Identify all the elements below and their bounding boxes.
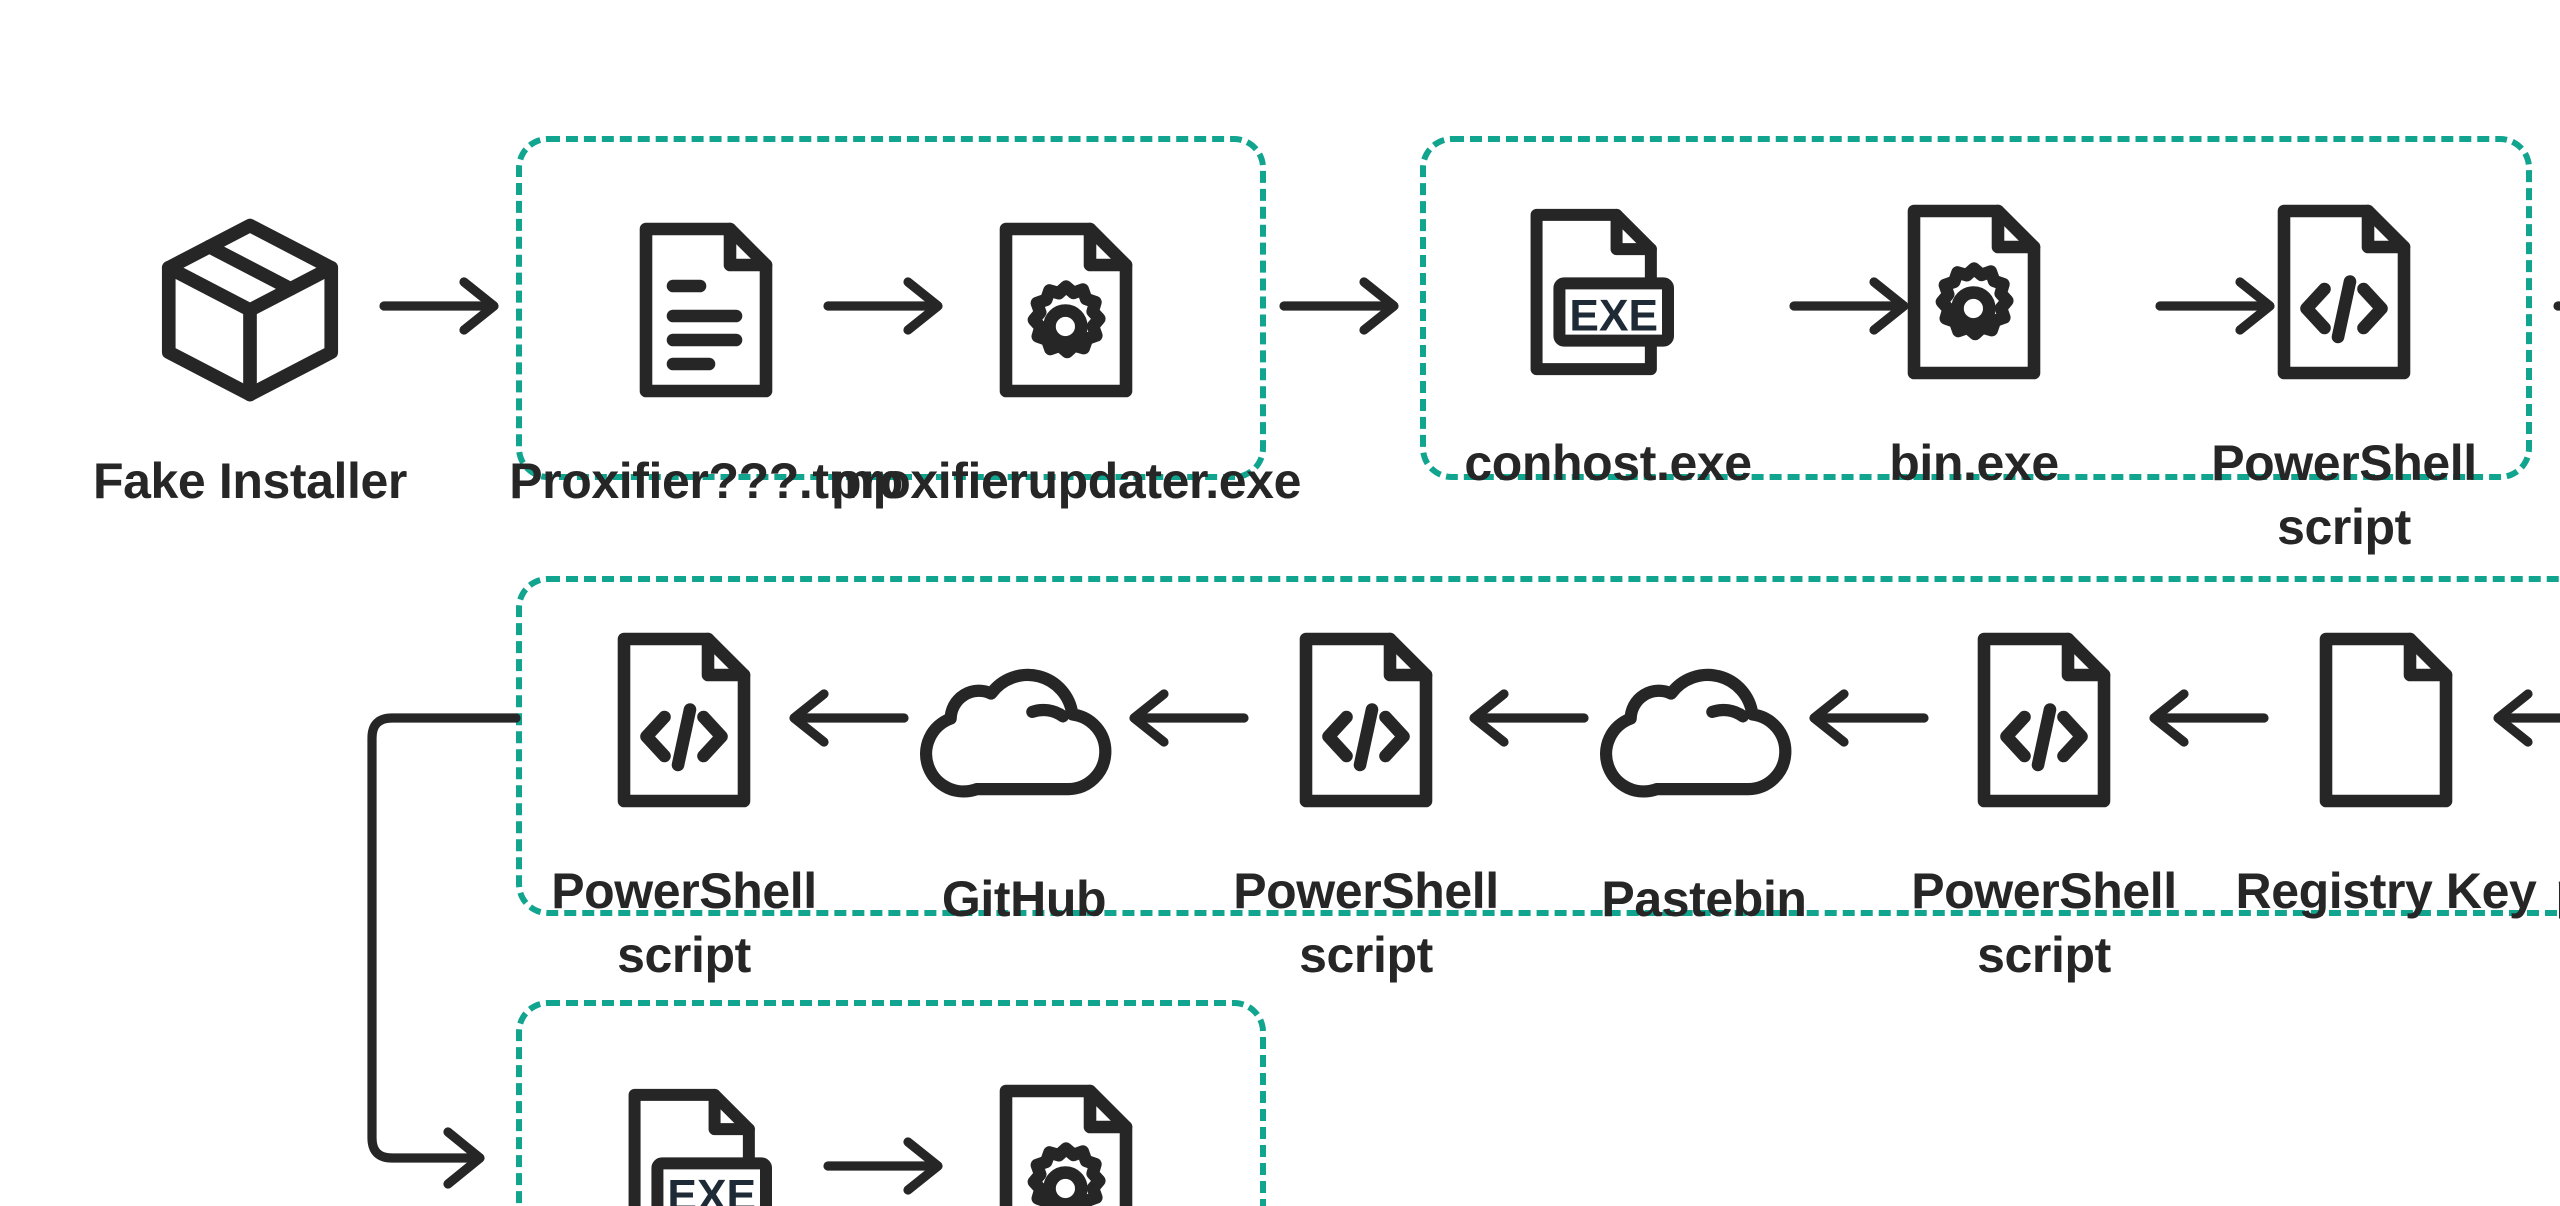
connector-psscript4-to-fontdrvhost xyxy=(360,690,720,1206)
group-box-conhost xyxy=(1420,136,2532,480)
node-fake-installer[interactable]: Fake Installer xyxy=(20,190,480,514)
arrow-conhost-to-bin xyxy=(1789,272,1918,340)
node-label: powershell.exe xyxy=(2556,860,2560,924)
node-label: PowerShell script xyxy=(1911,864,2177,984)
document-gear-icon xyxy=(946,190,1186,430)
node-fontdrvhost-exe[interactable]: EXE fontdrvhost.exe xyxy=(476,1052,936,1206)
node-label: PowerShell script xyxy=(2211,436,2477,556)
node-label: Proxifier???.tmp xyxy=(509,454,903,510)
arrow-psscript3-to-github xyxy=(1129,684,1258,752)
document-lines-icon xyxy=(586,190,826,430)
arrow-registry-to-psscript2 xyxy=(2149,684,2278,752)
document-plain-icon xyxy=(2266,600,2506,840)
node-powershell-script-2[interactable]: PowerShell script xyxy=(1814,600,2274,988)
arrow-github-to-psscript4 xyxy=(789,684,918,752)
document-gear-icon xyxy=(946,1052,1186,1206)
node-label: bin.exe xyxy=(1889,436,2059,492)
arrow-pastebin-to-psscript3 xyxy=(1469,684,1598,752)
node-label: conhost.exe xyxy=(1464,436,1752,492)
arrow-tmp-to-updater xyxy=(823,272,952,340)
node-label: Pastebin xyxy=(1601,872,1807,928)
document-code-icon xyxy=(1246,600,1486,840)
svg-text:EXE: EXE xyxy=(1569,291,1658,340)
group-box-loader-chain xyxy=(516,576,2560,916)
document-code-icon xyxy=(2224,172,2464,412)
box-icon xyxy=(130,190,370,430)
node-bin-exe[interactable]: bin.exe xyxy=(1744,172,2204,496)
node-label: Registry Key xyxy=(2235,864,2537,920)
node-label: Fake Installer xyxy=(92,454,407,510)
document-code-icon xyxy=(564,600,804,840)
cloud-icon xyxy=(904,608,1144,848)
arrow-fontdrvhost-to-clipbanker xyxy=(823,1132,952,1200)
arrow-installer-to-proxifier xyxy=(379,272,508,340)
group-box-proxifier xyxy=(516,136,1266,480)
document-exe-icon: EXE xyxy=(586,1052,826,1206)
node-proxifierupdater-exe[interactable]: proxifierupdater.exe xyxy=(831,190,1301,514)
cloud-icon xyxy=(1584,608,1824,848)
node-label: PowerShell script xyxy=(1233,864,1499,984)
node-registry-key[interactable]: Registry Key xyxy=(2156,600,2560,924)
node-pastebin[interactable]: Pastebin xyxy=(1474,608,1934,932)
document-code-icon xyxy=(1924,600,2164,840)
document-exe-icon: EXE xyxy=(1488,172,1728,412)
node-proxifier-tmp[interactable]: Proxifier???.tmp xyxy=(476,190,936,514)
node-powershell-script-4[interactable]: PowerShell script xyxy=(454,600,914,988)
arrow-updater-to-conhost xyxy=(1279,272,1408,340)
node-clipbanker[interactable]: ClipBanker xyxy=(836,1052,1296,1206)
arrow-bin-to-psscript xyxy=(2155,272,2284,340)
arrow-psscript-to-scheduler xyxy=(2553,272,2560,340)
svg-text:EXE: EXE xyxy=(667,1171,756,1206)
arrow-powershell-to-registry xyxy=(2493,684,2560,752)
node-label: proxifierupdater.exe xyxy=(831,454,1301,510)
node-powershell-exe[interactable]: EXE powershell.exe xyxy=(2502,600,2560,924)
node-powershell-script-1[interactable]: PowerShell script xyxy=(2114,172,2560,560)
node-github[interactable]: GitHub xyxy=(794,608,1254,932)
document-gear-icon xyxy=(1854,172,2094,412)
node-label: PowerShell script xyxy=(551,864,817,984)
group-box-clipbanker xyxy=(516,1000,1266,1206)
node-label: GitHub xyxy=(941,872,1107,928)
arrow-psscript2-to-pastebin xyxy=(1809,684,1938,752)
node-conhost-exe[interactable]: EXE conhost.exe xyxy=(1378,172,1838,496)
node-powershell-script-3[interactable]: PowerShell script xyxy=(1136,600,1596,988)
